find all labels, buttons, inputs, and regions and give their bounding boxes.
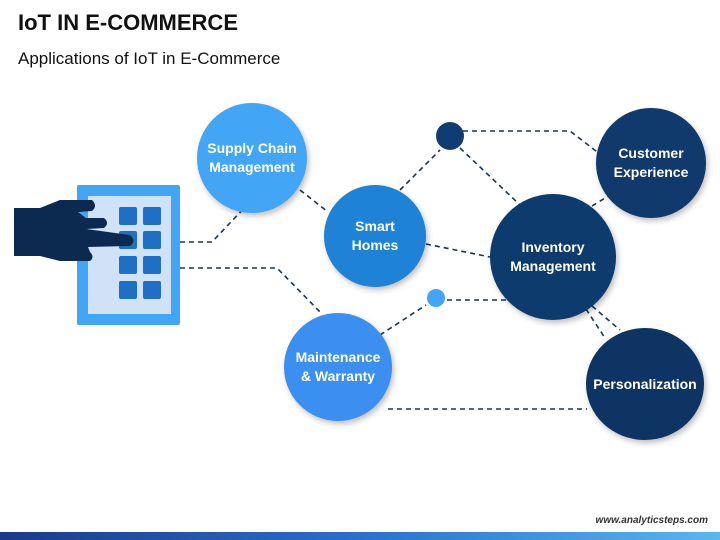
connector-tablet-maint	[180, 267, 323, 315]
connector-smart-dot	[399, 149, 441, 191]
node-smart-homes: Smart Homes	[324, 185, 426, 287]
node-maintenance-label: Maintenance & Warranty	[295, 349, 381, 384]
connector-smart-inv	[425, 243, 491, 258]
node-inventory-label: Inventory Management	[510, 239, 596, 274]
footer-url: www.analyticsteps.com	[595, 515, 708, 526]
connector-dot-cust	[463, 130, 606, 159]
connector-inv-pers	[591, 305, 621, 331]
connector-inv-cust	[591, 194, 611, 207]
junction-dot-dark	[436, 122, 464, 150]
connector-tablet-supply	[180, 204, 248, 243]
junction-dot-light	[427, 289, 445, 307]
hand-pointing-icon	[14, 200, 134, 261]
node-inventory-management: Inventory Management	[490, 194, 616, 320]
node-smart-homes-label: Smart Homes	[351, 218, 399, 253]
page-subtitle: Applications of IoT in E-Commerce	[18, 49, 281, 68]
node-maintenance-warranty: Maintenance & Warranty	[284, 313, 392, 421]
node-customer-label: Customer Experience	[613, 145, 689, 180]
connector-maint-dot	[379, 304, 427, 336]
connector-dot-pers	[447, 299, 606, 339]
page-title: IoT IN E-COMMERCE	[18, 10, 238, 35]
node-supply-chain-label: Supply Chain Management	[207, 140, 297, 175]
node-personalization: Personalization	[586, 328, 704, 440]
connector-dot-inv	[459, 147, 521, 206]
connector-supply-smart	[299, 189, 329, 213]
node-supply-chain-management: Supply Chain Management	[197, 103, 307, 213]
footer-gradient-bar	[0, 532, 720, 540]
node-personalization-label: Personalization	[593, 375, 697, 392]
node-customer-experience: Customer Experience	[596, 108, 706, 218]
